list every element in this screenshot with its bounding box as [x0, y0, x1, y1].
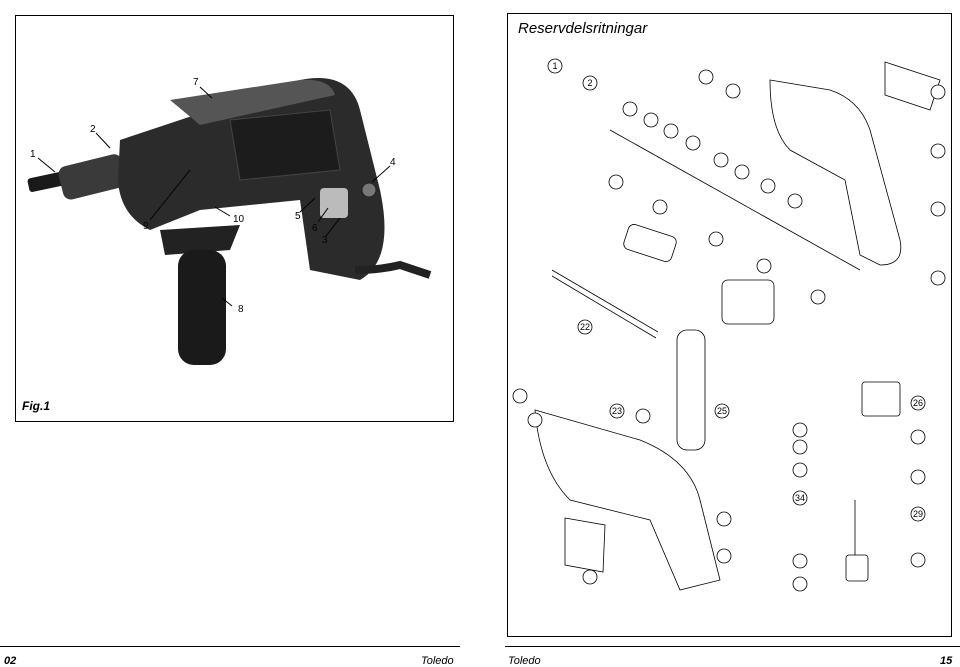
right-footer-rule	[505, 646, 960, 647]
left-footer-rule	[0, 646, 460, 647]
bubble-25: 25	[717, 406, 727, 416]
callout-10: 10	[233, 214, 245, 225]
callout-1: 1	[30, 149, 36, 160]
bubble-1: 1	[552, 61, 557, 71]
callout-7: 7	[193, 77, 199, 88]
bubble-29: 29	[913, 509, 923, 519]
bubble-26: 26	[913, 398, 923, 408]
left-page-number: 02	[4, 655, 17, 667]
callout-8: 8	[238, 304, 244, 315]
part-bubbles: 1 2 22 23 25 26 29 34	[512, 58, 946, 592]
callout-3: 3	[322, 235, 328, 246]
callout-9: 9	[143, 221, 149, 232]
right-page-number: 15	[940, 655, 953, 667]
bubble-22: 22	[580, 322, 590, 332]
bubble-34: 34	[795, 493, 805, 503]
left-footer-brand: Toledo	[421, 655, 454, 667]
right-footer-brand: Toledo	[508, 655, 541, 667]
figure-label: Fig.1	[22, 399, 51, 413]
bubble-23: 23	[612, 406, 622, 416]
callout-6: 6	[312, 223, 318, 234]
callout-4: 4	[390, 157, 396, 168]
page-title: Reservdelsritningar	[518, 20, 648, 37]
callout-5: 5	[295, 211, 301, 222]
callout-2: 2	[90, 124, 96, 135]
bubble-2: 2	[587, 78, 592, 88]
